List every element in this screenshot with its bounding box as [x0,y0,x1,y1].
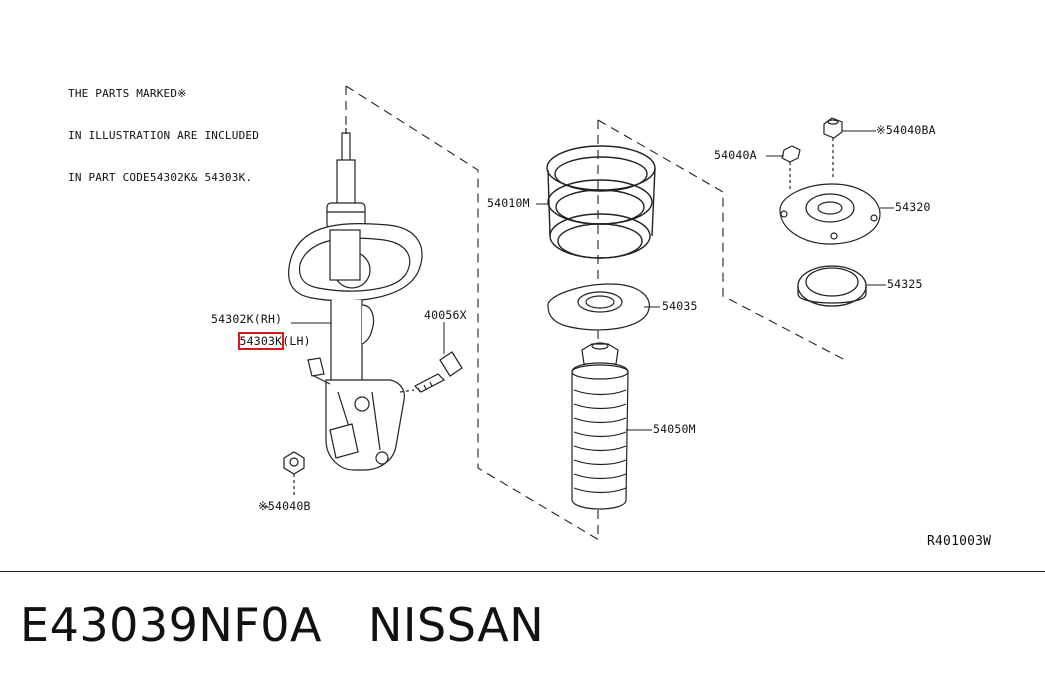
coil-spring-54010M [546,145,656,259]
callout-nut-top: ※54040BA [876,123,936,137]
brand-name: NISSAN [368,598,545,652]
callout-nut-bottom: ※54040B [258,499,311,513]
divider [0,571,1045,572]
exploded-view-drawing [264,85,894,541]
callout-spring: 54010M [487,196,530,210]
callout-bolt: 40056X [424,308,467,322]
nut-54040A [781,145,801,190]
footer-caption: E43039NF0A NISSAN [20,598,590,652]
callout-bump-boot: 54050M [653,422,696,436]
bump-boot-54050M [571,342,629,510]
note-line-2: IN ILLUSTRATION ARE INCLUDED [68,129,260,142]
strut-assembly [288,128,423,471]
callout-bearing: 54325 [887,277,923,291]
parts-note: THE PARTS MARKED※ IN ILLUSTRATION ARE IN… [68,59,259,213]
parts-diagram: THE PARTS MARKED※ IN ILLUSTRATION ARE IN… [68,59,992,549]
bearing-54325 [797,265,867,307]
bolt-40056X [399,351,463,393]
nut-54040B [283,451,305,498]
callout-mount: 54320 [895,200,931,214]
callout-strut-lh-side: (LH) [282,334,311,348]
callout-strut-rh: 54302K(RH) [211,312,283,326]
diagram-reference: R401003W [927,534,992,549]
nut-54040BA [823,117,843,180]
dashed-guide-left [345,85,600,541]
callout-spring-seat: 54035 [662,299,698,313]
note-line-3: IN PART CODE54302K& 54303K. [68,171,253,184]
note-line-1: THE PARTS MARKED※ [68,87,187,100]
callout-nut-small: 54040A [714,148,757,162]
callout-strut-lh[interactable]: 54303K(LH) [211,322,311,361]
leader-lines [264,130,894,508]
part-number: E43039NF0A [20,598,323,652]
spring-seat-54035 [547,283,650,331]
highlighted-part-code[interactable]: 54303K [237,332,285,350]
strut-mount-54320 [779,183,881,245]
dashed-guide-right [597,119,846,540]
